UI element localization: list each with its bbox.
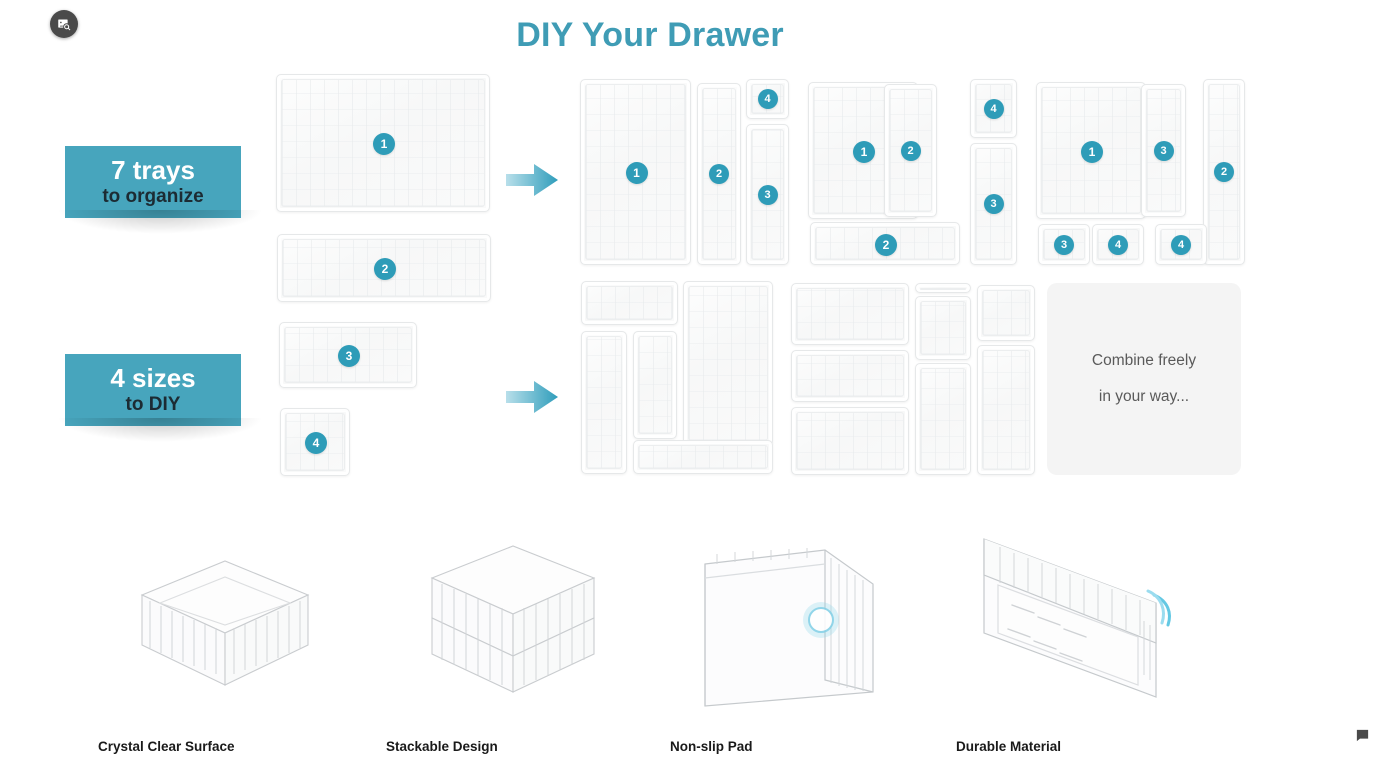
tray: 2 <box>697 83 741 265</box>
tray: 4 <box>1092 224 1144 265</box>
tray <box>977 345 1035 475</box>
feature-image <box>378 520 648 720</box>
tray-size-badge: 1 <box>853 140 875 163</box>
image-search-glyph <box>57 19 70 30</box>
arrow-right-icon <box>504 375 560 419</box>
banner-4-sizes: 4 sizes to DIY <box>57 354 263 442</box>
feature-crystal-clear-surface: Crystal Clear Surface <box>90 520 360 760</box>
ribbed-clear-bin-icon <box>140 559 310 686</box>
feedback-glyph <box>1356 729 1368 741</box>
feature-durable-material: Durable Material <box>948 520 1218 760</box>
tray <box>977 285 1035 341</box>
tray: 1 <box>580 79 691 265</box>
tray <box>633 440 773 474</box>
combine-freely-card: Combine freely in your way... <box>1047 283 1241 475</box>
tray: 3 <box>746 124 789 265</box>
feature-image <box>662 520 932 720</box>
tray <box>581 281 678 325</box>
tray-size-badge: 3 <box>338 345 360 367</box>
arrow-right-icon <box>504 158 560 202</box>
tray <box>581 331 627 474</box>
tray-size-badge: 4 <box>305 432 327 454</box>
tray-size-badge: 2 <box>900 140 921 161</box>
feature-image <box>948 520 1218 720</box>
tray-size-badge: 4 <box>983 98 1004 119</box>
tray <box>915 283 971 293</box>
tray: 2 <box>1203 79 1245 265</box>
tray <box>633 331 677 439</box>
bin-corner-with-pad-icon <box>704 547 874 707</box>
feature-caption: Stackable Design <box>386 739 498 754</box>
banner-headline: 7 trays <box>111 155 195 186</box>
tray: 4 <box>280 408 350 476</box>
tray-size-badge: 4 <box>1171 234 1191 255</box>
tray: 1 <box>1036 82 1146 219</box>
tray-size-badge: 2 <box>374 258 396 280</box>
banner-subline: to organize <box>102 186 204 208</box>
tray: 4 <box>970 79 1017 138</box>
tray: 3 <box>1141 84 1186 217</box>
tray <box>915 363 971 475</box>
tray-size-badge: 2 <box>875 233 897 256</box>
tray-size-badge: 4 <box>1108 234 1128 255</box>
tray-size-badge: 3 <box>1054 234 1074 255</box>
feature-stackable-design: Stackable Design <box>378 520 648 760</box>
combine-line-1: Combine freely <box>1091 351 1197 369</box>
feature-image <box>90 520 360 720</box>
feature-caption: Non-slip Pad <box>670 739 753 754</box>
tray-size-badge: 2 <box>1214 162 1234 182</box>
tray-size-badge: 1 <box>373 133 395 155</box>
tray-size-badge: 2 <box>709 164 729 184</box>
tray <box>791 283 909 345</box>
feature-caption: Durable Material <box>956 739 1062 754</box>
tray: 4 <box>746 79 789 119</box>
tray <box>791 407 909 475</box>
banner-7-trays: 7 trays to organize <box>57 146 263 234</box>
tray: 2 <box>277 234 491 302</box>
tray: 2 <box>810 222 960 265</box>
tray-size-badge: 1 <box>1081 140 1103 163</box>
banner-subline: to DIY <box>125 394 181 416</box>
tray: 1 <box>276 74 490 212</box>
banner-headline: 4 sizes <box>110 363 196 394</box>
stacked-clear-bins-icon <box>430 545 596 693</box>
tray-size-badge: 3 <box>757 184 778 205</box>
tray-size-badge: 3 <box>983 194 1004 214</box>
tray: 2 <box>884 84 937 217</box>
feedback-icon[interactable] <box>1353 726 1371 744</box>
combine-line-2: in your way... <box>1098 388 1190 405</box>
tray-size-badge: 4 <box>757 89 778 109</box>
tray: 3 <box>970 143 1017 265</box>
bin-corner-durable-icon <box>983 538 1171 698</box>
image-search-icon[interactable] <box>50 10 78 38</box>
feature-caption: Crystal Clear Surface <box>98 739 235 754</box>
feature-non-slip-pad: Non-slip Pad <box>662 520 932 760</box>
tray-size-badge: 3 <box>1153 140 1174 161</box>
tray: 4 <box>1155 224 1207 265</box>
tray <box>683 281 773 446</box>
tray <box>791 350 909 402</box>
tray: 3 <box>1038 224 1090 265</box>
tray <box>915 296 971 360</box>
tray-size-badge: 1 <box>625 162 648 184</box>
page-title: DIY Your Drawer <box>516 16 784 54</box>
tray: 3 <box>279 322 417 388</box>
